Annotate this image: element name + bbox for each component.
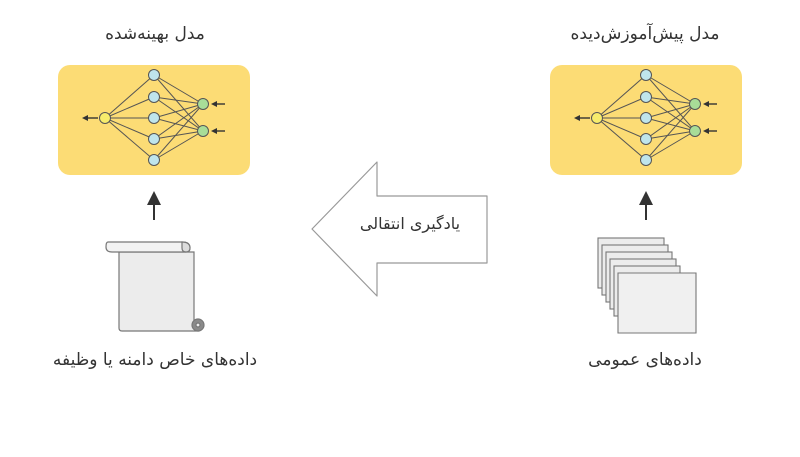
fine-tuned-network-icon xyxy=(82,69,225,166)
fine-tuned-model-title: مدل بهینه‌شده xyxy=(105,24,205,44)
pretrained-model-title: مدل پیش‌آموزش‌دیده xyxy=(570,24,720,44)
hidden-node xyxy=(148,91,160,103)
hidden-node xyxy=(640,112,652,124)
hidden-node xyxy=(640,133,652,145)
input-node xyxy=(197,125,209,137)
hidden-node xyxy=(640,69,652,81)
general-data-label: داده‌های عمومی xyxy=(588,350,702,370)
input-node xyxy=(689,98,701,110)
pretrained-model-panel xyxy=(550,65,742,175)
input-node xyxy=(689,125,701,137)
hidden-node xyxy=(148,133,160,145)
output-node xyxy=(99,112,111,124)
output-node xyxy=(591,112,603,124)
transfer-arrow-icon xyxy=(311,161,488,297)
fine-tuned-model-panel xyxy=(58,65,250,175)
document-stack-icon xyxy=(597,237,697,334)
hidden-node xyxy=(148,154,160,166)
pretrained-network-icon xyxy=(574,69,717,166)
hidden-node xyxy=(640,91,652,103)
domain-specific-data-label: داده‌های خاص دامنه یا وظیفه xyxy=(52,350,258,370)
scroll-icon xyxy=(105,241,205,332)
hidden-node xyxy=(148,69,160,81)
hidden-node xyxy=(640,154,652,166)
hidden-node xyxy=(148,112,160,124)
input-node xyxy=(197,98,209,110)
transfer-learning-label: یادگیری انتقالی xyxy=(359,214,461,233)
